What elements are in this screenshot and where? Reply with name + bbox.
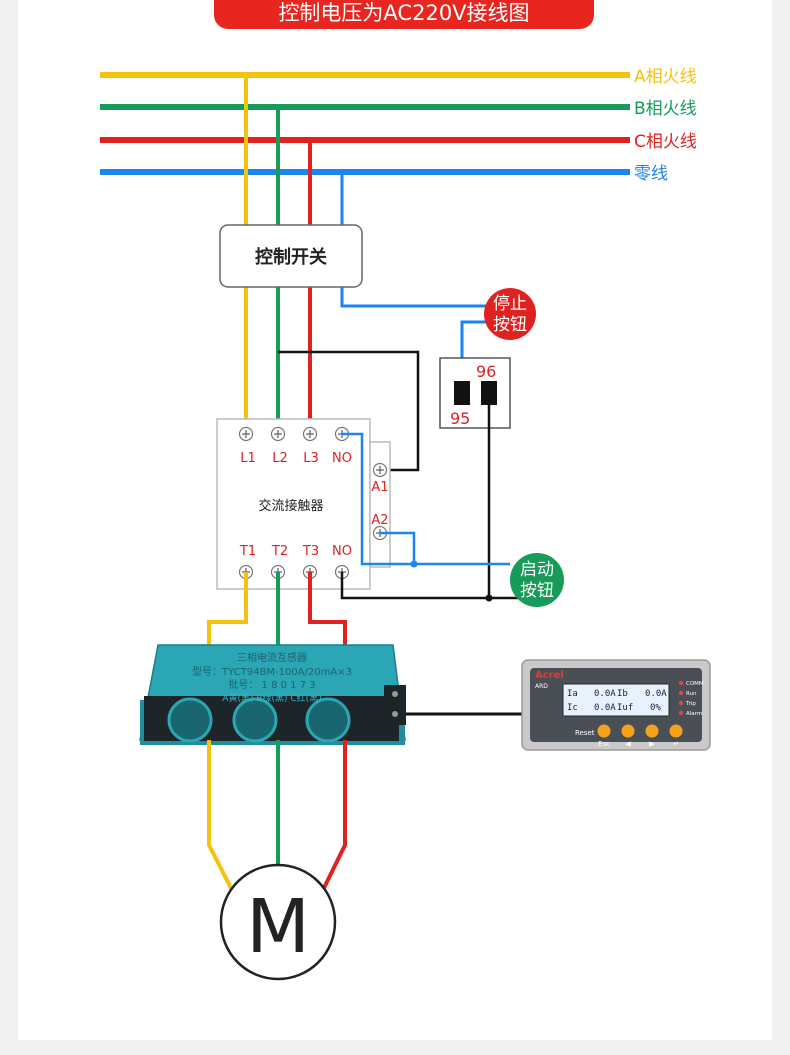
terminal-t2-label: T2 xyxy=(271,544,288,559)
neutral-to-stop-wire xyxy=(340,172,489,308)
stop-button-label-2: 按钮 xyxy=(493,315,527,335)
terminal-a1-label: A1 xyxy=(371,480,388,495)
enter-arrow-icon: ↵ xyxy=(673,740,679,748)
screen-ia-label: Ia xyxy=(567,689,578,699)
left-arrow-icon: ◀ xyxy=(625,740,631,748)
coil-a1-wire xyxy=(278,350,420,472)
indicator-run: Run xyxy=(686,691,697,697)
terminal-l1-label: L1 xyxy=(240,451,256,466)
title-banner xyxy=(214,0,594,29)
terminal-95 xyxy=(454,381,470,405)
indicator-trip: Trip xyxy=(685,701,696,707)
a-phase-label: A相火线 xyxy=(634,67,697,87)
page-background xyxy=(18,0,772,1040)
motor xyxy=(219,863,337,981)
terminal-l2-label: L2 xyxy=(272,451,288,466)
screen-ib-value: 0.0A xyxy=(645,689,667,699)
control-switch xyxy=(219,224,363,288)
terminal-t1-label: T1 xyxy=(239,544,256,559)
t3-wire xyxy=(308,572,347,655)
terminal-no-bottom-label: NO xyxy=(332,544,352,559)
relay-enter-button[interactable] xyxy=(669,724,683,738)
relay-right-button[interactable] xyxy=(645,724,659,738)
relay-left-button[interactable] xyxy=(621,724,635,738)
motor-wire-a xyxy=(207,740,234,891)
motor-label: M xyxy=(246,884,310,970)
relay-esc-button[interactable] xyxy=(597,724,611,738)
screen-ib-label: Ib xyxy=(617,689,628,699)
start-button-label-1: 启动 xyxy=(520,560,554,580)
contactor-coil-side xyxy=(369,441,391,568)
terminal-l3-label: L3 xyxy=(303,451,319,466)
screen-iuf-label: Iuf xyxy=(617,703,633,713)
comm-led xyxy=(678,680,684,686)
stop-button-label-1: 停止 xyxy=(493,294,527,314)
start-button-label-2: 按钮 xyxy=(520,581,554,601)
start-junction xyxy=(485,594,493,602)
control-switch-label: 控制开关 xyxy=(255,246,327,268)
title-text: 控制电压为AC220V接线图 xyxy=(278,1,529,25)
current-transformer xyxy=(139,644,406,745)
contactor-label: 交流接触器 xyxy=(258,498,323,514)
t1-wire xyxy=(207,572,248,655)
terminal-t3-label: T3 xyxy=(302,544,319,559)
terminal-96 xyxy=(481,381,497,405)
terminal-96-label: 96 xyxy=(476,362,496,381)
stop-terminal-block xyxy=(439,357,511,429)
indicator-alarm: Alarm xyxy=(686,711,702,717)
start-button-badge xyxy=(510,553,564,607)
protection-relay xyxy=(521,659,711,751)
contactor xyxy=(216,418,371,590)
self-hold-wire xyxy=(342,432,510,566)
alarm-led xyxy=(678,710,684,716)
right-arrow-icon: ▶ xyxy=(649,740,655,748)
screen-ia-value: 0.0A xyxy=(594,689,616,699)
motor-wire-c xyxy=(321,740,347,891)
terminal-no-top-label: NO xyxy=(332,451,352,466)
screen-ic-label: Ic xyxy=(567,703,578,713)
relay-esc-label: Esc xyxy=(598,740,610,748)
ct-phases: A黄(黑) B绿(黑) C红(黑) xyxy=(222,692,321,704)
a2-junction xyxy=(410,560,418,568)
stop-button-badge xyxy=(484,288,536,340)
ct-serial: 批号： 1 8 0 1 7 3 xyxy=(228,678,315,691)
run-led xyxy=(678,690,684,696)
relay-reset-label: Reset xyxy=(575,729,595,737)
trip-led xyxy=(678,700,684,706)
indicator-comm: COMM xyxy=(686,681,704,687)
relay-tag: ARD xyxy=(535,683,548,690)
neutral-label: 零线 xyxy=(634,164,668,184)
c-phase-label: C相火线 xyxy=(634,132,697,152)
relay-brand: Acrel xyxy=(535,670,564,681)
terminal-a2-label: A2 xyxy=(371,513,388,528)
terminal-95-label: 95 xyxy=(450,409,470,428)
ct-title: 三相电流互感器 xyxy=(237,651,307,664)
no-bottom-wire xyxy=(340,572,520,600)
b-phase-label: B相火线 xyxy=(634,99,697,119)
ct-model: 型号：TYCT94BM-100A/20mA×3 xyxy=(192,665,352,678)
screen-ic-value: 0.0A xyxy=(594,703,616,713)
a2-wire xyxy=(380,531,416,564)
screen-iuf-value: 0% xyxy=(650,703,661,713)
